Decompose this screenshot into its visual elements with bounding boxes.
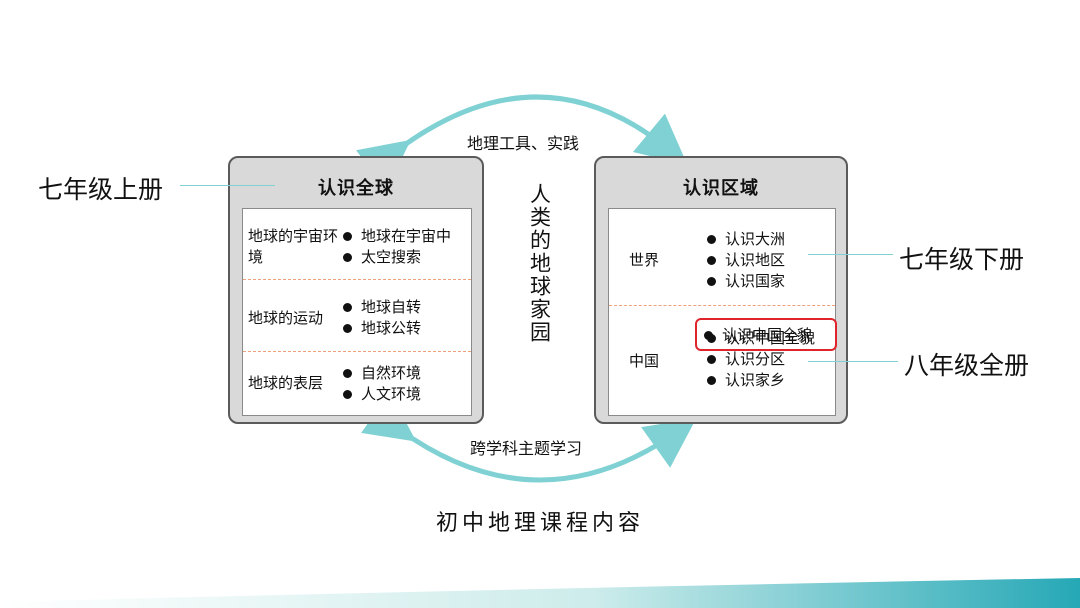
list-item: 认识大洲 bbox=[705, 229, 785, 250]
left-panel-content: 地球的宇宙环境 地球在宇宙中 太空搜索 地球的运动 地球自转 地球公转 地球的表… bbox=[242, 208, 472, 416]
right-panel-content: 世界 认识大洲 认识地区 认识国家 中国 认识中国全貌 认识分区 认识家乡 bbox=[608, 208, 836, 416]
right-side-label-2: 八年级全册 bbox=[904, 351, 1030, 380]
left-panel: 认识全球 地球的宇宙环境 地球在宇宙中 太空搜索 地球的运动 地球自转 地球公转… bbox=[228, 156, 484, 424]
left-row-1-label: 地球的宇宙环境 bbox=[248, 227, 339, 266]
top-arc-label: 地理工具、实践 bbox=[467, 134, 580, 153]
left-connector bbox=[180, 185, 275, 186]
list-item: 地球自转 bbox=[341, 297, 421, 318]
right-row-1-list: 认识大洲 认识地区 认识国家 bbox=[705, 229, 785, 292]
list-item: 太空搜索 bbox=[341, 247, 451, 268]
list-item: 认识中国全貌 bbox=[705, 328, 815, 349]
center-vertical-title: 人类的地球家园 bbox=[527, 183, 552, 344]
right-panel-title: 认识区域 bbox=[683, 178, 759, 199]
right-connector-1 bbox=[808, 254, 893, 255]
bottom-arc-arrow bbox=[361, 392, 697, 483]
left-row-divider-1 bbox=[243, 279, 471, 280]
list-item: 认识地区 bbox=[705, 250, 785, 271]
right-panel: 认识区域 世界 认识大洲 认识地区 认识国家 中国 认识中国全貌 认识分区 认识… bbox=[594, 156, 848, 424]
right-row-2-label: 中国 bbox=[629, 352, 660, 370]
bottom-arc-label: 跨学科主题学习 bbox=[470, 439, 583, 458]
top-arc-arrow bbox=[355, 94, 688, 191]
list-item: 人文环境 bbox=[341, 384, 421, 405]
left-row-1-list: 地球在宇宙中 太空搜索 bbox=[341, 226, 451, 268]
list-item: 认识国家 bbox=[705, 271, 785, 292]
list-item: 地球公转 bbox=[341, 318, 421, 339]
left-row-2-list: 地球自转 地球公转 bbox=[341, 297, 421, 339]
list-item: 地球在宇宙中 bbox=[341, 226, 451, 247]
left-row-divider-2 bbox=[243, 351, 471, 352]
bottom-decoration bbox=[0, 578, 1080, 608]
right-row-2-list: 认识中国全貌 认识分区 认识家乡 bbox=[705, 328, 815, 391]
caption: 初中地理课程内容 bbox=[435, 511, 644, 536]
right-connector-2 bbox=[808, 361, 898, 362]
left-row-3-label: 地球的表层 bbox=[248, 374, 324, 392]
list-item: 认识分区 bbox=[705, 349, 815, 370]
list-item: 自然环境 bbox=[341, 363, 421, 384]
right-row-1-label: 世界 bbox=[629, 251, 660, 269]
highlight-box bbox=[695, 318, 837, 351]
left-panel-title: 认识全球 bbox=[318, 178, 394, 199]
right-side-label-1: 七年级下册 bbox=[899, 245, 1025, 274]
right-row-divider bbox=[609, 305, 835, 306]
list-item: 认识家乡 bbox=[705, 370, 815, 391]
left-row-2-label: 地球的运动 bbox=[248, 309, 324, 327]
left-side-label: 七年级上册 bbox=[38, 175, 164, 204]
left-row-3-list: 自然环境 人文环境 bbox=[341, 363, 421, 405]
